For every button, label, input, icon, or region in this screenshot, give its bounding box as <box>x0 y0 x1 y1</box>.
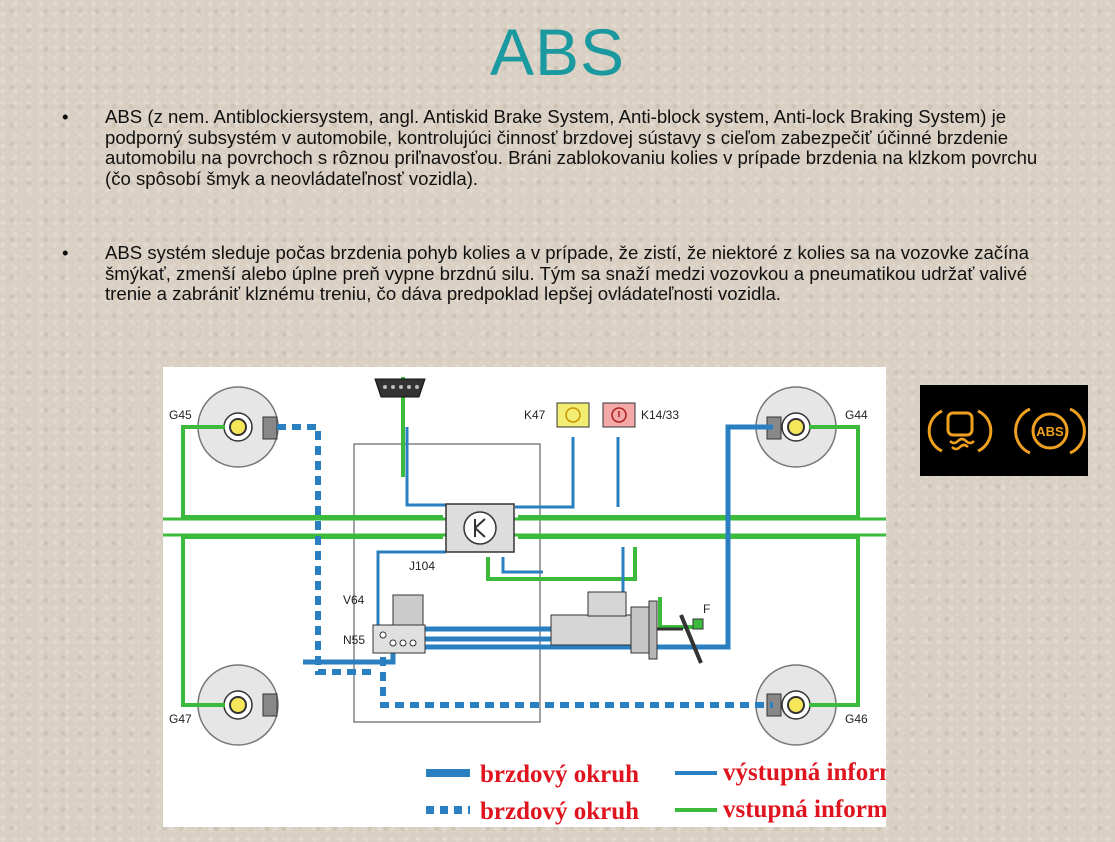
lamp-k47 <box>556 402 590 428</box>
diagnostic-connector-icon <box>374 378 426 398</box>
hydraulic-unit-n55 <box>372 594 426 654</box>
label-g45: G45 <box>169 408 192 422</box>
sensor-input-lines <box>163 377 886 707</box>
legend: brzdový okruh brzdový okruh výstupná inf… <box>426 759 944 825</box>
bullet-marker: • <box>62 242 69 263</box>
master-cylinder <box>550 591 704 664</box>
label-g46: G46 <box>845 712 868 726</box>
abs-system-diagram: G45 G44 G47 G46 K47 K14/33 J104 V64 N55 … <box>163 367 944 827</box>
label-n55: N55 <box>343 633 365 647</box>
brake-circuit-dashed <box>277 424 773 708</box>
abs-icon-label: ABS <box>1036 424 1064 439</box>
abs-unit-frame <box>353 443 541 723</box>
slide-title: ABS <box>489 15 626 89</box>
bullet-marker: • <box>62 106 69 127</box>
control-unit-j104 <box>445 503 515 553</box>
wheel-front-left <box>197 386 279 468</box>
label-v64: V64 <box>343 593 365 607</box>
legend-output: výstupná informácia <box>723 759 886 786</box>
legend-input: vstupná informácia <box>723 796 886 823</box>
traction-control-icon <box>927 409 993 453</box>
label-g44: G44 <box>845 408 868 422</box>
warning-lights-svg: ABS <box>927 407 1086 455</box>
label-g47: G47 <box>169 712 192 726</box>
label-k14-33: K14/33 <box>641 408 679 422</box>
label-k47: K47 <box>524 408 546 422</box>
wheel-rear-left <box>197 664 279 746</box>
lamp-k14-33 <box>602 402 636 428</box>
legend-brake-solid: brzdový okruh <box>480 761 639 788</box>
abs-diagram-svg: G45 G44 G47 G46 K47 K14/33 J104 V64 N55 … <box>163 377 944 825</box>
wheel-front-right <box>755 386 837 468</box>
bullet-text: ABS (z nem. Antiblockiersystem, angl. An… <box>105 106 1038 189</box>
output-lines <box>376 427 625 627</box>
bullet-text: ABS systém sleduje počas brzdenia pohyb … <box>105 242 1029 304</box>
wheel-rear-right <box>755 664 837 746</box>
legend-brake-dashed: brzdový okruh <box>480 798 639 825</box>
dashboard-warning-lights: ABS <box>920 385 1088 476</box>
abs-warning-icon: ABS <box>1014 407 1086 455</box>
label-f: F <box>703 602 710 616</box>
label-j104: J104 <box>409 559 435 573</box>
